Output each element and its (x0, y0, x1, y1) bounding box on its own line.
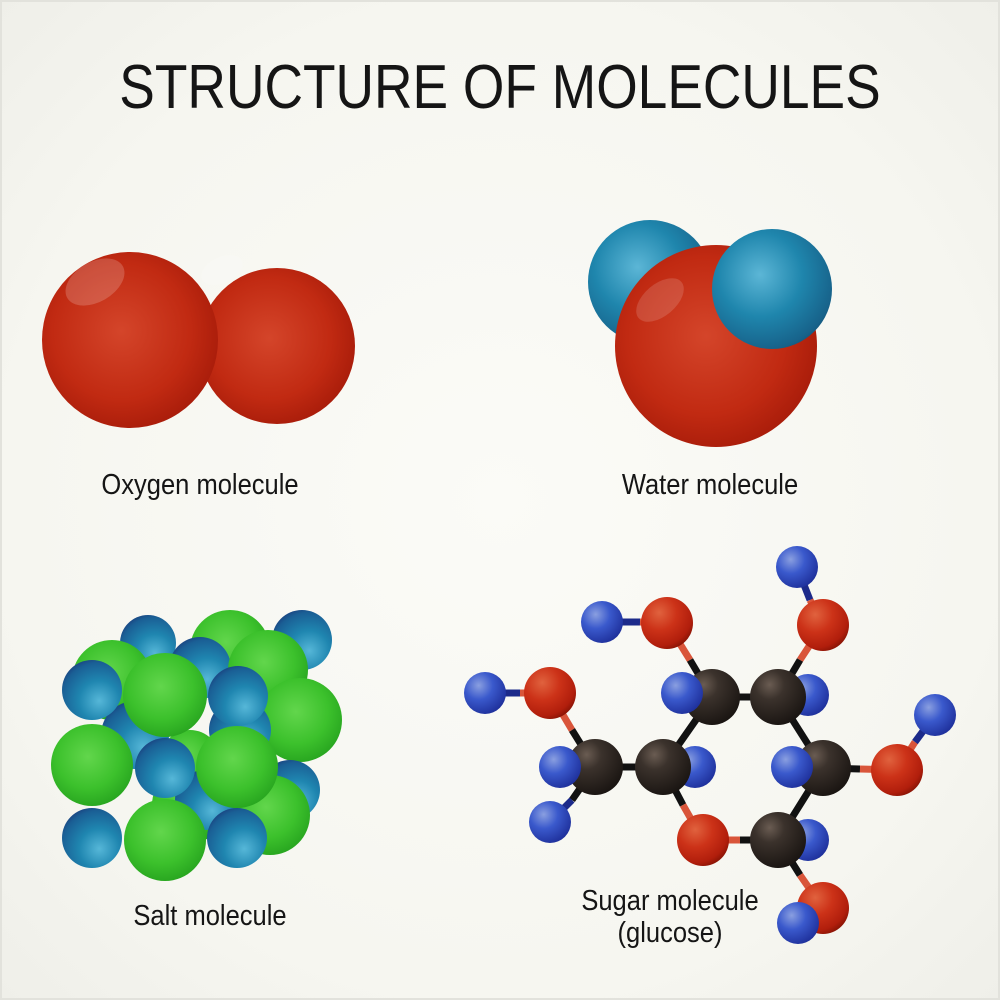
oxygen-atom-right (199, 268, 355, 424)
oxygen-molecule (42, 252, 355, 428)
sugar-molecule (464, 546, 956, 944)
hydrogen-atom (529, 801, 571, 843)
hydrogen-atom-right (712, 229, 832, 349)
salt-molecule-label: Salt molecule (133, 900, 287, 932)
oxygen-atom (871, 744, 923, 796)
carbon-atom (567, 739, 623, 795)
oxygen-atom (677, 814, 729, 866)
salt-molecule (51, 610, 342, 881)
page-title: STRUCTURE OF MOLECULES (119, 53, 881, 122)
carbon-atom (635, 739, 691, 795)
hydrogen-atom (661, 672, 703, 714)
hydrogen-atom (539, 746, 581, 788)
oxygen-molecule-label: Oxygen molecule (101, 469, 299, 501)
hydrogen-atom (464, 672, 506, 714)
sugar-molecule-label: Sugar molecule (glucose) (538, 885, 802, 949)
sugar-molecule-label-line2: (glucose) (617, 917, 723, 949)
sugar-molecule-label-line1: Sugar molecule (581, 885, 759, 917)
hydrogen-atom (776, 546, 818, 588)
oxygen-atom-left (42, 252, 218, 428)
hydrogen-atom (914, 694, 956, 736)
water-molecule (588, 220, 832, 447)
oxygen-atom (797, 599, 849, 651)
carbon-atom (750, 812, 806, 868)
oxygen-atom (641, 597, 693, 649)
hydrogen-atom (777, 902, 819, 944)
hydrogen-atom (771, 746, 813, 788)
carbon-atom (750, 669, 806, 725)
oxygen-atom (524, 667, 576, 719)
carbon-atom (795, 740, 851, 796)
hydrogen-atom (581, 601, 623, 643)
water-molecule-label: Water molecule (621, 469, 799, 501)
